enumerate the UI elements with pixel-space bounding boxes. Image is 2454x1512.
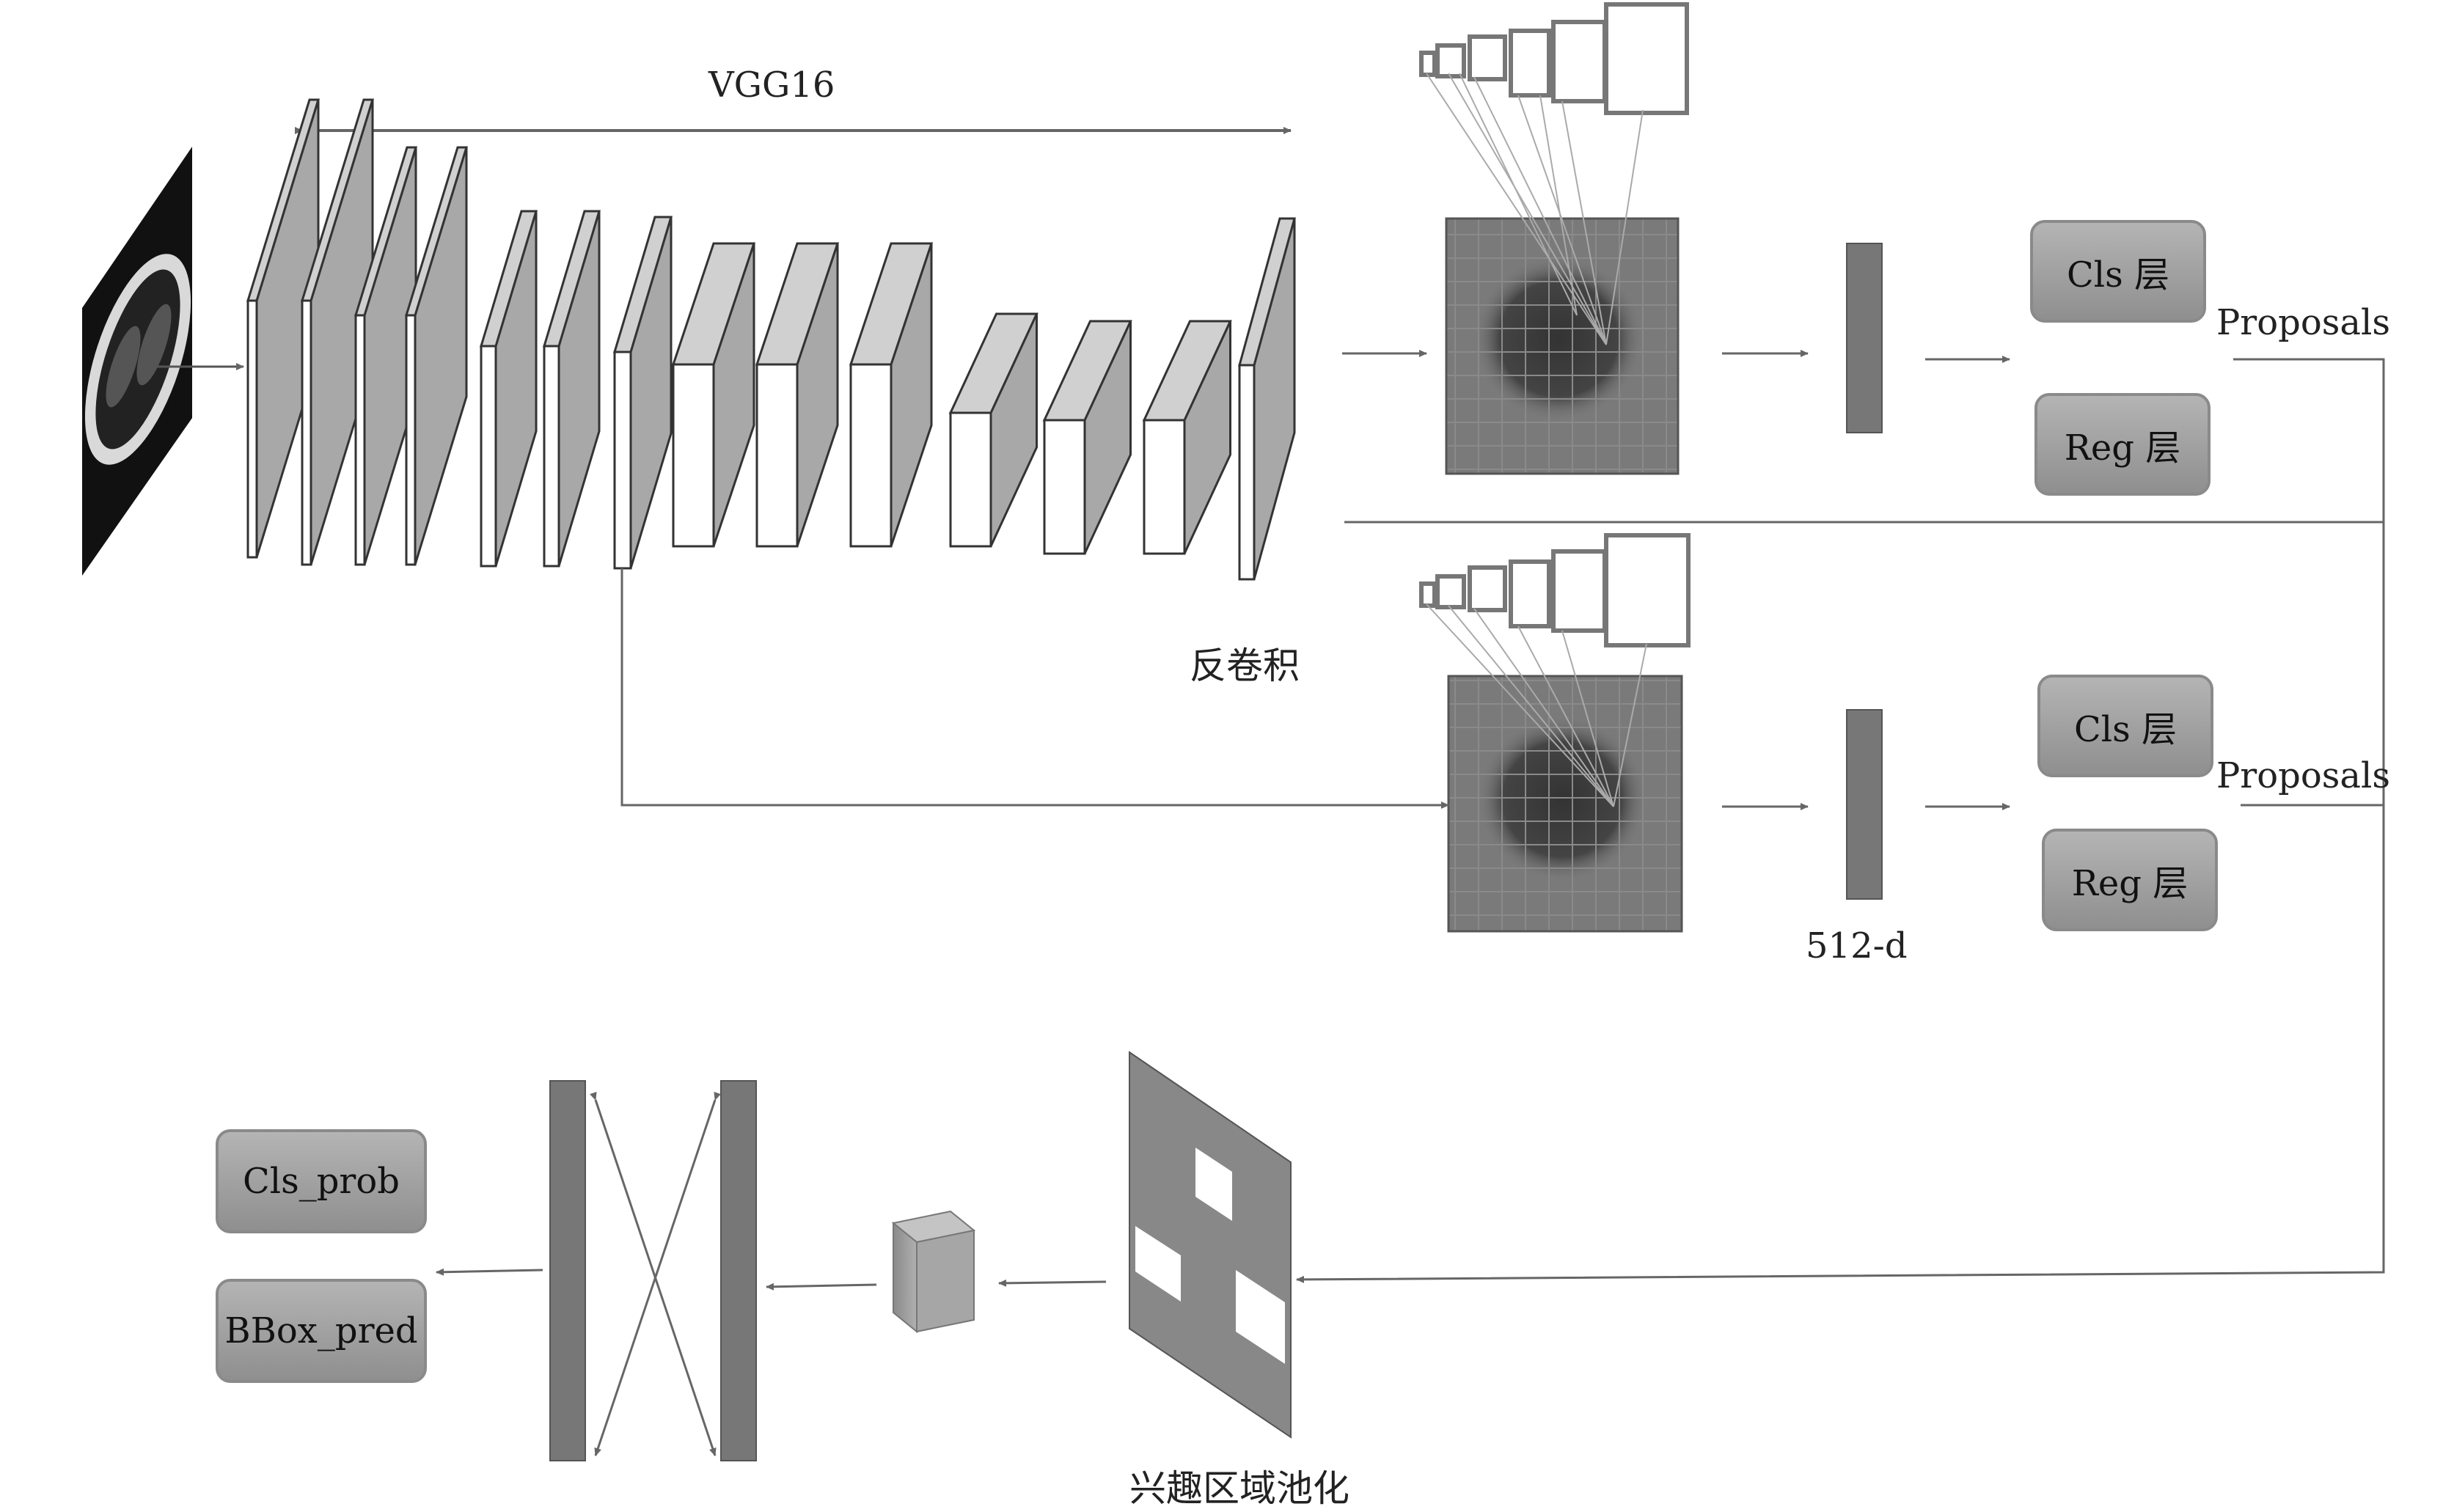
cls-layer-box-bottom: Cls 层	[2037, 675, 2213, 777]
layer-3-front	[354, 314, 366, 566]
proposals-label-top: Proposals	[2216, 302, 2390, 343]
proposals-route-bottom	[1296, 804, 2385, 1283]
layer-5-front	[480, 345, 497, 568]
cls-prob-box: Cls_prob	[216, 1129, 427, 1233]
pooled-feature-cube	[891, 1210, 976, 1334]
anchor-projection-lines-bottom	[1426, 603, 1647, 807]
layer-7-front	[613, 351, 632, 570]
layer-13-front	[1143, 419, 1186, 555]
layer-1-front	[246, 299, 258, 559]
anchor-boxes-top	[1419, 2, 1689, 115]
layer-11-front	[949, 411, 992, 548]
anchor-boxes-bottom	[1419, 533, 1691, 647]
arrow-skip-to-grid	[620, 568, 1449, 809]
fc-cross-connections	[590, 1091, 721, 1456]
arrow-cube-to-fc	[766, 1282, 877, 1291]
layer-6-front	[543, 345, 560, 568]
layer-2-front	[301, 299, 312, 566]
layer-12-front	[1043, 419, 1086, 555]
reg-layer-box-top: Reg 层	[2034, 393, 2211, 496]
cls-layer-box-top: Cls 层	[2030, 220, 2206, 323]
roi-pooling-label: 兴趣区域池化	[1129, 1467, 1349, 1510]
layer-14-front	[1238, 364, 1256, 581]
feature-vector-bottom	[1846, 709, 1883, 900]
deconv-label: 反卷积	[1190, 645, 1300, 687]
fc-layer-left	[549, 1080, 586, 1461]
feature-dim-label: 512-d	[1806, 925, 1908, 966]
arrow-fc-to-outputs	[436, 1268, 543, 1276]
layer-4-front	[405, 314, 417, 566]
vgg16-label: VGG16	[708, 65, 835, 106]
anchor-projection-lines-top	[1426, 73, 1644, 345]
reg-layer-box-bottom: Reg 层	[2042, 829, 2218, 931]
feature-vector-top	[1846, 243, 1883, 433]
layer-9-front	[755, 363, 799, 548]
bbox-pred-box: BBox_pred	[216, 1279, 427, 1383]
layer-10-front	[849, 363, 893, 548]
vgg16-layer-stack	[246, 98, 1296, 581]
feature-map-grid-bottom	[1447, 675, 1683, 933]
proposals-label-bottom: Proposals	[2216, 755, 2390, 796]
feature-map-grid-top	[1445, 217, 1680, 475]
roi-pooling-map	[1129, 1051, 1292, 1439]
ct-input-image	[82, 147, 192, 576]
layer-8-front	[672, 363, 715, 548]
arrow-roi-to-cube	[998, 1279, 1107, 1287]
fc-layer-right	[720, 1080, 757, 1461]
